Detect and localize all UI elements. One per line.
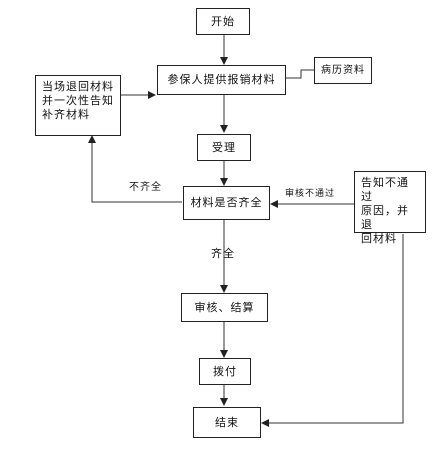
node-return-materials: 当场退回材料 并一次性告知 补齐材料	[35, 75, 121, 136]
edge-check-to-return	[88, 135, 182, 203]
edge-medical-records-link	[286, 69, 314, 79]
node-medical-records: 病历资料	[314, 57, 372, 84]
edge-label-review-fail: 审核不通过	[285, 189, 336, 199]
node-start: 开始	[196, 8, 250, 35]
edge-label-incomplete: 不齐全	[129, 182, 162, 193]
edge-notify-to-end	[261, 234, 404, 427]
node-end: 结束	[193, 407, 261, 438]
edge-label-complete: 齐全	[211, 247, 235, 260]
node-pay: 拨付	[199, 358, 251, 385]
node-completeness-check: 材料是否齐全	[183, 186, 270, 220]
node-submit-materials: 参保人提供报销材料	[157, 65, 286, 95]
node-accept: 受理	[197, 134, 251, 161]
node-review-settle: 审核、结算	[181, 293, 268, 322]
node-notify-reject: 告知不通过 原因，并退 回材料	[354, 171, 426, 245]
